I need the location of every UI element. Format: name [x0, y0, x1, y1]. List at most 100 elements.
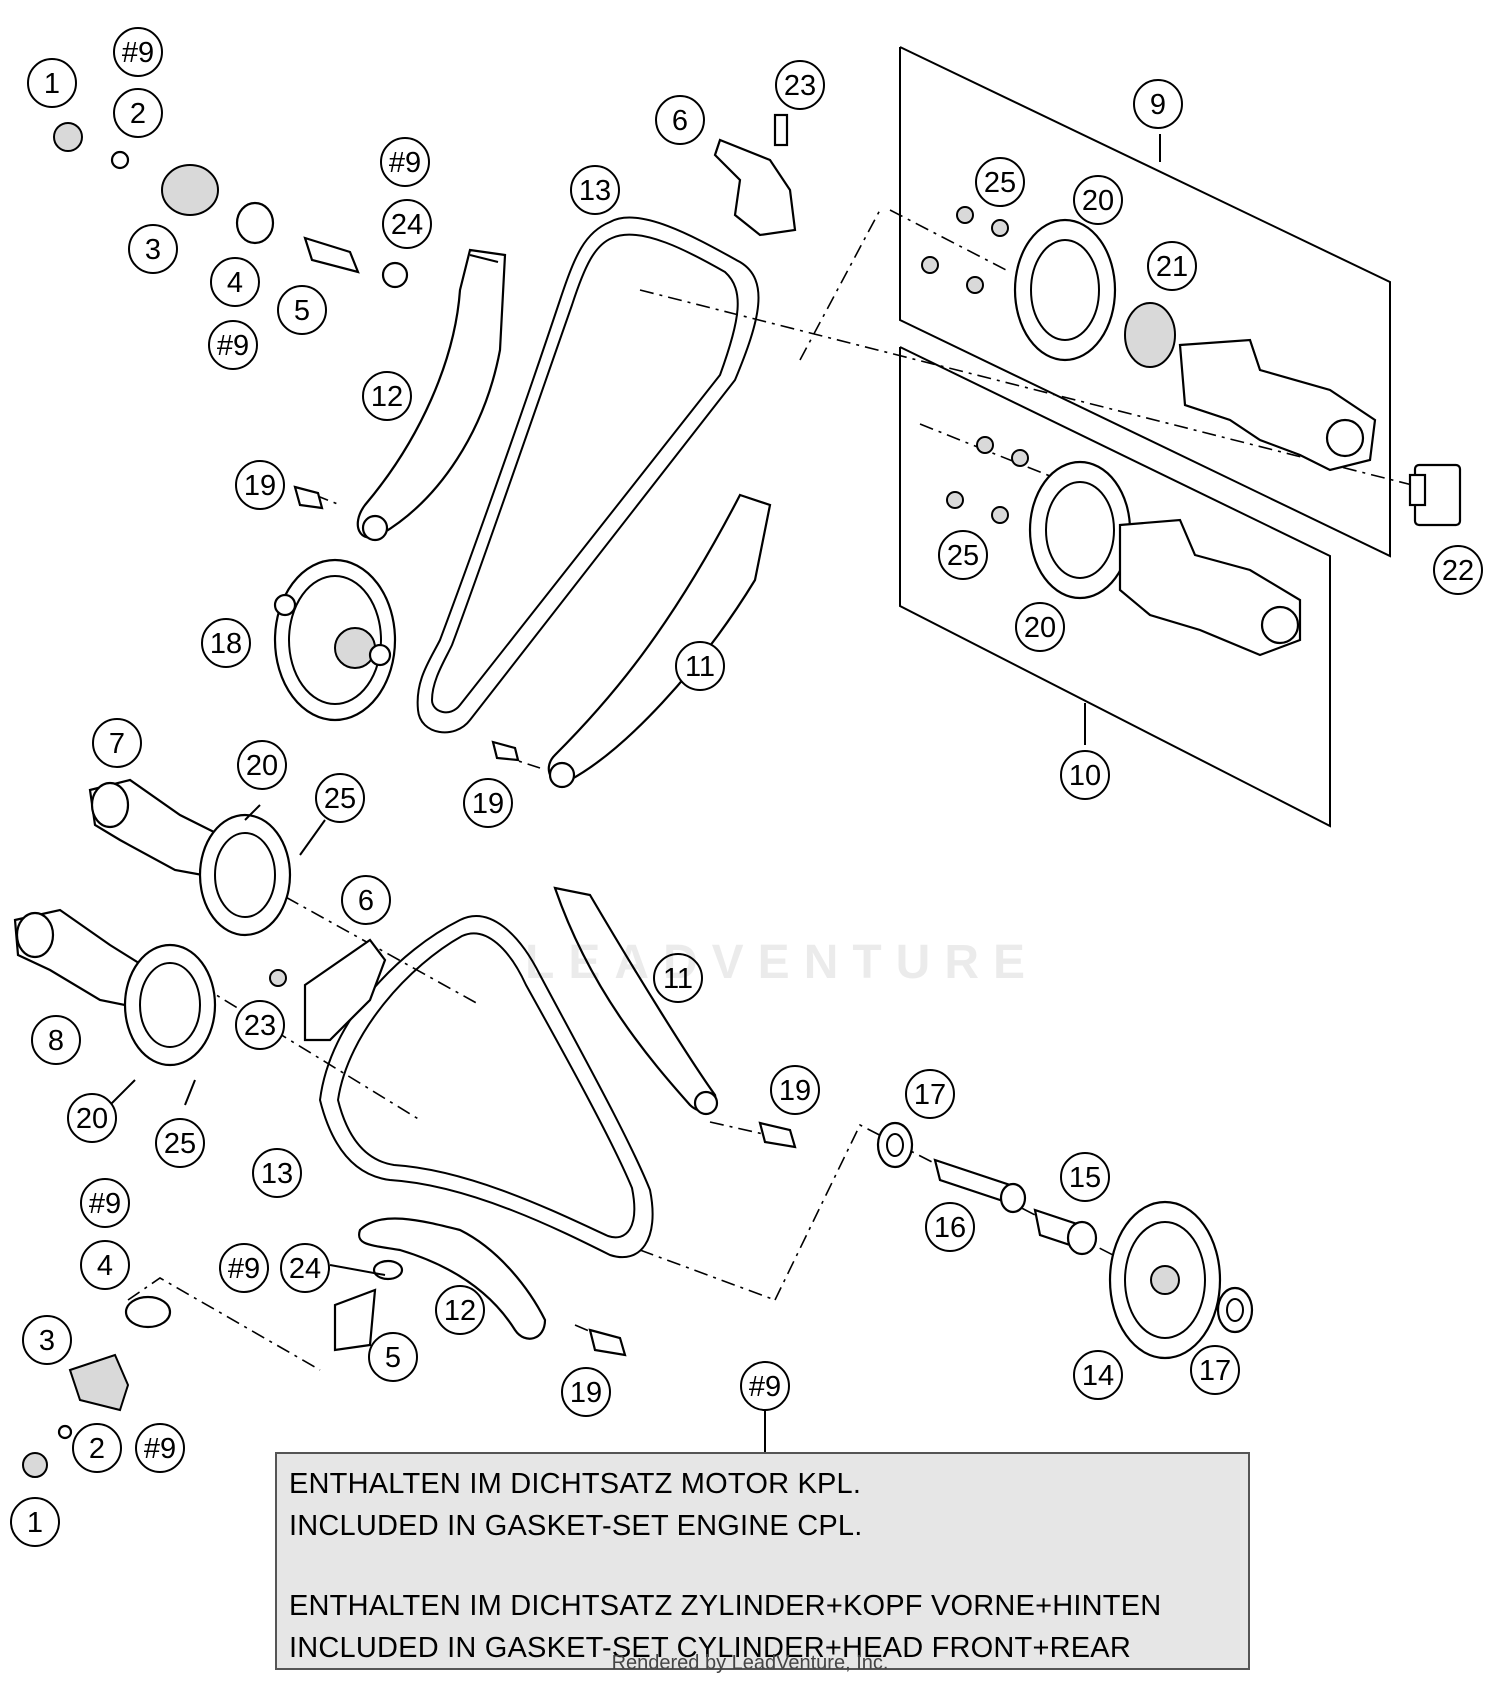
callout-c11: 23 [775, 60, 825, 110]
callout-c31: 23 [235, 1000, 285, 1050]
callout-label: 3 [39, 1325, 55, 1357]
callout-c15: 20 [1073, 175, 1123, 225]
callout-label: 20 [1082, 185, 1114, 217]
callout-c12: 13 [570, 165, 620, 215]
callout-c38: 15 [1060, 1152, 1110, 1202]
callout-label: 11 [663, 963, 693, 995]
callout-label: 25 [984, 167, 1016, 199]
callout-circle [10, 1497, 60, 1547]
callout-c22: 20 [1015, 602, 1065, 652]
callout-circle [463, 778, 513, 828]
callout-c46: 5 [368, 1332, 418, 1382]
callout-c19: 25 [938, 530, 988, 580]
callout-circle [208, 320, 258, 370]
callout-label: 20 [76, 1103, 108, 1135]
callout-c35: 20 [67, 1093, 117, 1143]
callout-label: 21 [1156, 251, 1188, 283]
callout-c32: 8 [31, 1015, 81, 1065]
intermediate-gear-18 [273, 558, 397, 722]
callout-label: 20 [1024, 612, 1056, 644]
guide-rail-lower [357, 1217, 547, 1340]
callout-circle [1433, 545, 1483, 595]
note-line-en-2: INCLUDED IN GASKET-SET CYLINDER+HEAD FRO… [289, 1632, 1131, 1664]
sprocket-20-group-10 [1028, 460, 1132, 600]
callout-c1: 1 [27, 58, 77, 108]
plug-assembly-lower [22, 1259, 404, 1478]
callout-c9: 24 [382, 199, 432, 249]
callout-c14: 25 [975, 157, 1025, 207]
callout-c17: 12 [362, 371, 412, 421]
callout-circle [280, 1243, 330, 1293]
callout-label: 19 [244, 470, 276, 502]
callout-c49: 19 [561, 1367, 611, 1417]
callout-label: 12 [444, 1295, 476, 1327]
callout-circle [219, 1243, 269, 1293]
callout-circle [1060, 750, 1110, 800]
callout-label: 16 [934, 1212, 966, 1244]
gear-14 [1108, 1200, 1222, 1360]
callout-circle [905, 1069, 955, 1119]
callout-c36: 25 [155, 1118, 205, 1168]
callout-circle [1073, 175, 1123, 225]
callout-c23: 11 [675, 641, 725, 691]
sprocket-20-cam-7 [198, 813, 292, 937]
callout-c43: 24 [280, 1243, 330, 1293]
washer-17-upper [876, 1121, 914, 1169]
callout-circle [80, 1240, 130, 1290]
callout-label: 2 [89, 1433, 105, 1465]
callout-c24: 10 [1060, 750, 1110, 800]
camshaft-group-9 [1178, 338, 1377, 472]
callout-label: 2 [130, 98, 146, 130]
note-line-en-1: INCLUDED IN GASKET-SET ENGINE CPL. [289, 1510, 863, 1542]
callout-label: 11 [685, 651, 715, 683]
callout-circle [22, 1315, 72, 1365]
callout-label: 5 [385, 1342, 401, 1374]
camshaft-8 [13, 908, 152, 1012]
callout-label: #9 [749, 1371, 781, 1403]
callout-label: 14 [1082, 1360, 1114, 1392]
note-line-de-2: ENTHALTEN IM DICHTSATZ ZYLINDER+KOPF VOR… [289, 1590, 1162, 1622]
callout-c18: 19 [235, 460, 285, 510]
callout-circle [113, 27, 163, 77]
callout-label: #9 [389, 147, 421, 179]
callout-label: 1 [44, 68, 60, 100]
callout-label: 19 [570, 1377, 602, 1409]
callout-circle [362, 371, 412, 421]
group-10-outline [899, 346, 1331, 828]
callout-c20: 22 [1433, 545, 1483, 595]
callout-label: 1 [27, 1507, 43, 1539]
tensioner-rail-lower [553, 886, 719, 1116]
callout-circle [67, 1093, 117, 1143]
callout-label: 17 [914, 1079, 946, 1111]
callout-label: 23 [784, 70, 816, 102]
callout-circle [92, 718, 142, 768]
callout-label: 9 [1150, 89, 1166, 121]
callout-circle [277, 285, 327, 335]
callout-label: 15 [1069, 1162, 1101, 1194]
guide-rail-upper [356, 248, 507, 542]
callout-c27: 20 [237, 740, 287, 790]
callout-c4: 3 [128, 224, 178, 274]
callout-circle [1147, 241, 1197, 291]
callout-c40: #9 [80, 1178, 130, 1228]
callout-label: 22 [1442, 555, 1474, 587]
callout-c47: 2 [72, 1423, 122, 1473]
callout-circle [770, 1065, 820, 1115]
callout-c25: 19 [463, 778, 513, 828]
callout-c30: 11 [653, 953, 703, 1003]
callout-c48: #9 [135, 1423, 185, 1473]
callout-circle [235, 1000, 285, 1050]
callout-circle [341, 875, 391, 925]
callout-c53: 1 [10, 1497, 60, 1547]
callout-label: #9 [122, 37, 154, 69]
callout-circle [210, 257, 260, 307]
callout-c5: 4 [210, 257, 260, 307]
callout-c51: 14 [1073, 1350, 1123, 1400]
callout-c42: #9 [219, 1243, 269, 1293]
sprocket-20-upper [1013, 218, 1176, 368]
callout-label: 25 [324, 783, 356, 815]
callout-label: 13 [579, 175, 611, 207]
callout-c16: 21 [1147, 241, 1197, 291]
callout-circle [1073, 1350, 1123, 1400]
